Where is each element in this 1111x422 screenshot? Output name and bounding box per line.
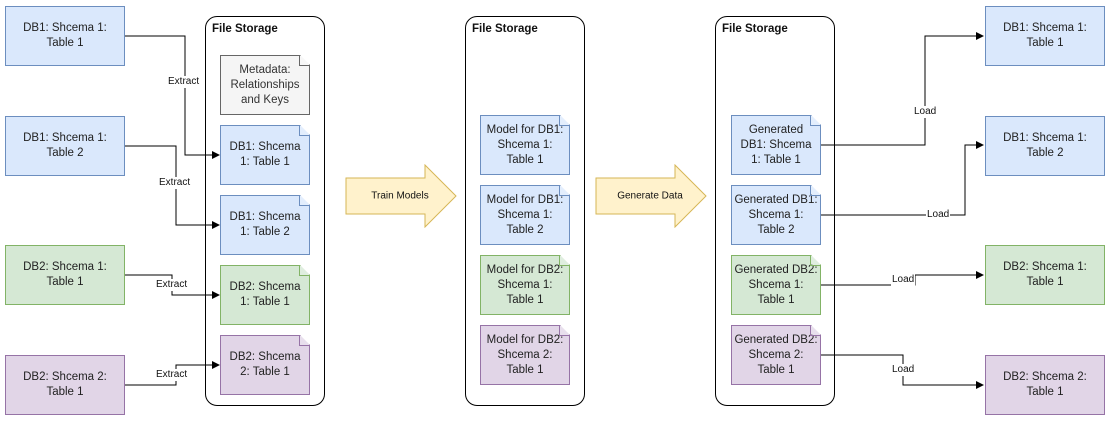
metadata-label: Metadata: Relationships and Keys xyxy=(230,63,300,106)
file-label: Model for DB1: Shcema 1: Table 2 xyxy=(486,193,564,236)
extracted-file-db1-s1-t1: DB1: Shcema 1: Table 1 xyxy=(220,125,310,185)
file-label: Model for DB1: Shcema 1: Table 1 xyxy=(486,123,564,166)
load-edge xyxy=(821,32,984,146)
page-fold-icon xyxy=(299,196,309,206)
load-label: Load xyxy=(891,274,916,286)
source-table-db1-s1-t2: DB1: Shcema 1: Table 2 xyxy=(5,116,125,176)
target-table-db2-s1-t1: DB2: Shcema 1: Table 1 xyxy=(985,245,1105,305)
extract-edge xyxy=(125,35,220,159)
load-edge xyxy=(821,141,984,216)
model-file-db2-s1-t1: Model for DB2: Shcema 1: Table 1 xyxy=(480,255,570,315)
source-table-db2-s1-t1: DB2: Shcema 1: Table 1 xyxy=(5,245,125,305)
page-fold-icon xyxy=(810,116,820,126)
file-label: Generated DB2: Shcema 1: Table 1 xyxy=(734,263,818,306)
model-file-db1-s1-t1: Model for DB1: Shcema 1: Table 1 xyxy=(480,115,570,175)
generated-file-db2-s1-t1: Generated DB2: Shcema 1: Table 1 xyxy=(731,255,821,315)
file-storage-title: File Storage xyxy=(472,23,538,35)
generate-data-arrow xyxy=(595,164,707,228)
model-file-db2-s2-t1: Model for DB2: Shcema 2: Table 1 xyxy=(480,325,570,385)
page-fold-icon xyxy=(299,126,309,136)
generate-data-label: Generate Data xyxy=(617,190,683,202)
file-label: DB2: Shcema 1: Table 1 xyxy=(229,281,301,308)
page-fold-icon xyxy=(559,326,569,336)
extracted-file-db2-s2-t1: DB2: Shcema 2: Table 1 xyxy=(220,335,310,395)
generated-file-db1-s1-t1: Generated DB1: Shcema 1: Table 1 xyxy=(731,115,821,175)
page-fold-icon xyxy=(559,186,569,196)
file-label: DB2: Shcema 2: Table 1 xyxy=(229,351,301,378)
file-label: DB1: Shcema 1: Table 2 xyxy=(229,211,301,238)
file-label: DB1: Shcema 1: Table 1 xyxy=(229,141,301,168)
extracted-file-db1-s1-t2: DB1: Shcema 1: Table 2 xyxy=(220,195,310,255)
file-label: Generated DB1: Shcema 1: Table 2 xyxy=(734,193,818,236)
generated-file-db2-s2-t1: Generated DB2: Shcema 2: Table 1 xyxy=(731,325,821,385)
extract-label: Extract xyxy=(155,369,189,381)
generated-file-db1-s1-t2: Generated DB1: Shcema 1: Table 2 xyxy=(731,185,821,245)
page-fold-icon xyxy=(559,256,569,266)
model-file-db1-s1-t2: Model for DB1: Shcema 1: Table 2 xyxy=(480,185,570,245)
file-label: Generated DB2: Shcema 2: Table 1 xyxy=(734,333,818,376)
file-label: Model for DB2: Shcema 2: Table 1 xyxy=(486,333,564,376)
page-fold-icon xyxy=(559,116,569,126)
target-table-db1-s1-t2: DB1: Shcema 1: Table 2 xyxy=(985,116,1105,176)
load-label: Load xyxy=(891,364,916,376)
metadata-document: Metadata: Relationships and Keys xyxy=(220,55,310,115)
target-table-db1-s1-t1: DB1: Shcema 1: Table 1 xyxy=(985,6,1105,66)
load-label: Load xyxy=(913,106,938,118)
extract-label: Extract xyxy=(158,177,192,189)
extracted-file-db2-s1-t1: DB2: Shcema 1: Table 1 xyxy=(220,265,310,325)
extract-label: Extract xyxy=(167,76,201,88)
file-storage-title: File Storage xyxy=(722,23,788,35)
page-fold-icon xyxy=(810,256,820,266)
file-label: Model for DB2: Shcema 1: Table 1 xyxy=(486,263,564,306)
source-table-db2-s2-t1: DB2: Shcema 2: Table 1 xyxy=(5,355,125,415)
page-fold-icon xyxy=(299,336,309,346)
train-models-label: Train Models xyxy=(371,190,429,202)
file-label: Generated DB1: Shcema 1: Table 1 xyxy=(740,123,812,166)
train-models-arrow xyxy=(345,164,457,228)
extract-label: Extract xyxy=(155,279,189,291)
page-fold-icon xyxy=(299,266,309,276)
page-fold-icon xyxy=(810,326,820,336)
file-storage-title: File Storage xyxy=(212,23,278,35)
source-table-db1-s1-t1: DB1: Shcema 1: Table 1 xyxy=(5,6,125,66)
target-table-db2-s2-t1: DB2: Shcema 2: Table 1 xyxy=(985,355,1105,415)
page-fold-icon xyxy=(299,56,309,66)
load-label: Load xyxy=(926,209,951,221)
page-fold-icon xyxy=(810,186,820,196)
